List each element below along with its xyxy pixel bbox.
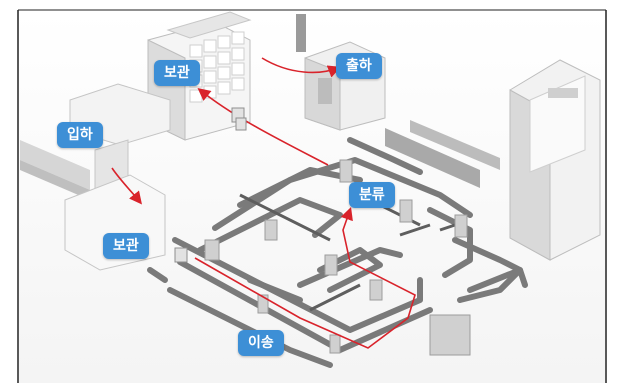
shipping-label: 출하 (336, 53, 382, 79)
storage-racks (385, 120, 500, 188)
office-block (509, 59, 601, 261)
receiving-label: 입하 (57, 122, 103, 148)
storage-top-label: 보관 (154, 60, 200, 86)
frame-lines (17, 9, 607, 383)
sorting-label: 분류 (349, 182, 395, 208)
sorting-stations (204, 159, 471, 356)
robot-vehicles (174, 107, 247, 263)
storage-left-label: 보관 (103, 233, 149, 259)
flow-arrows (111, 57, 416, 349)
transfer-label: 이송 (238, 330, 284, 356)
